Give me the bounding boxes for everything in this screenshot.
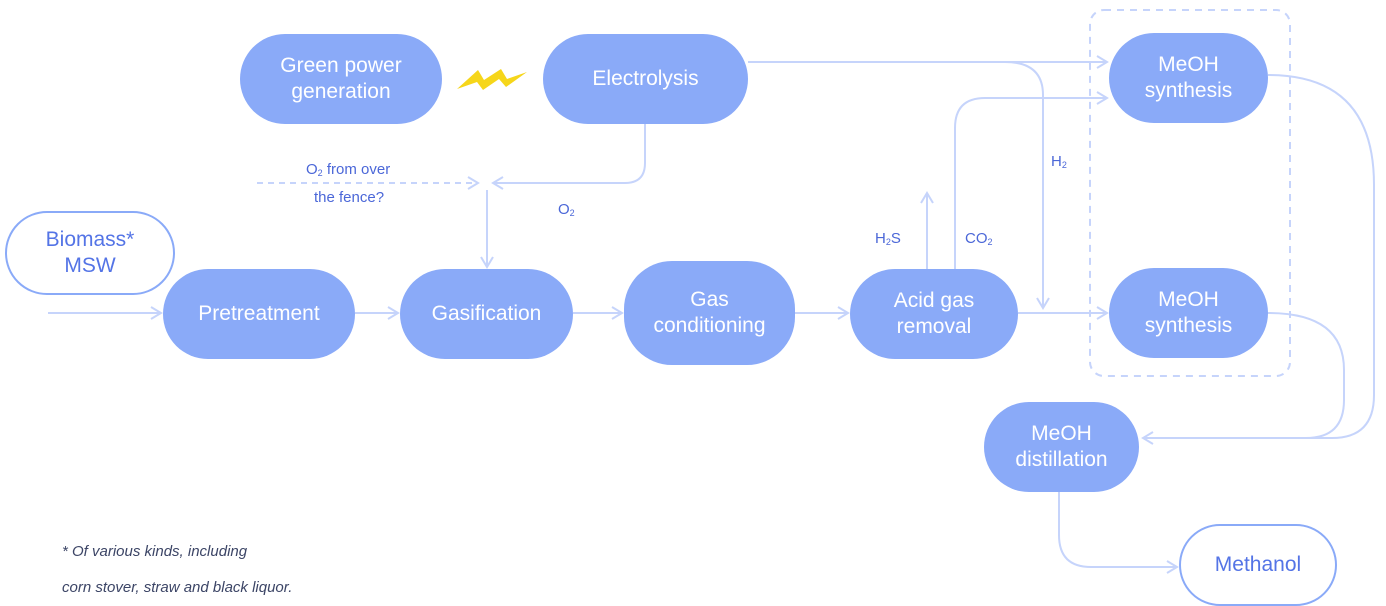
- methanol-output: Methanol: [1179, 524, 1337, 606]
- co2-to-synthesis-top: [954, 91, 1109, 270]
- gas-conditioning-node: Gas conditioning: [624, 261, 795, 365]
- synthesis-bottom-to-distillation: [1267, 312, 1345, 439]
- synthesis-top-to-distillation: [1141, 74, 1375, 445]
- co2-label: CO2: [965, 230, 993, 247]
- meoh-synthesis-top-node: MeOH synthesis: [1109, 33, 1268, 123]
- acid-gas-removal-node: Acid gas removal: [850, 269, 1018, 359]
- green-power-generation-node: Green power generation: [240, 34, 442, 124]
- h2s-label: H2S: [875, 230, 901, 247]
- o2-over-fence-label-line2: the fence?: [314, 189, 385, 206]
- meoh-distillation-node: MeOH distillation: [984, 402, 1139, 492]
- footnote-line2: corn stover, straw and black liquor.: [62, 579, 293, 596]
- biomass-msw-input: Biomass* MSW: [5, 211, 175, 295]
- synthesis-group-box: [1089, 9, 1291, 377]
- h2-label: H2: [1051, 153, 1067, 170]
- pretreatment-node: Pretreatment: [163, 269, 355, 359]
- o2-label: O2: [558, 201, 575, 218]
- footnote-line1: * Of various kinds, including: [62, 543, 248, 560]
- o2-over-fence-label: O2 from over: [306, 161, 391, 178]
- meoh-synthesis-bottom-node: MeOH synthesis: [1109, 268, 1268, 358]
- o2-from-electrolysis: [491, 120, 646, 190]
- h2-branch-down: [1004, 61, 1050, 310]
- lightning-icon: [457, 69, 527, 90]
- gasification-node: Gasification: [400, 269, 573, 359]
- electrolysis-node: Electrolysis: [543, 34, 748, 124]
- distillation-to-methanol: [1058, 486, 1179, 574]
